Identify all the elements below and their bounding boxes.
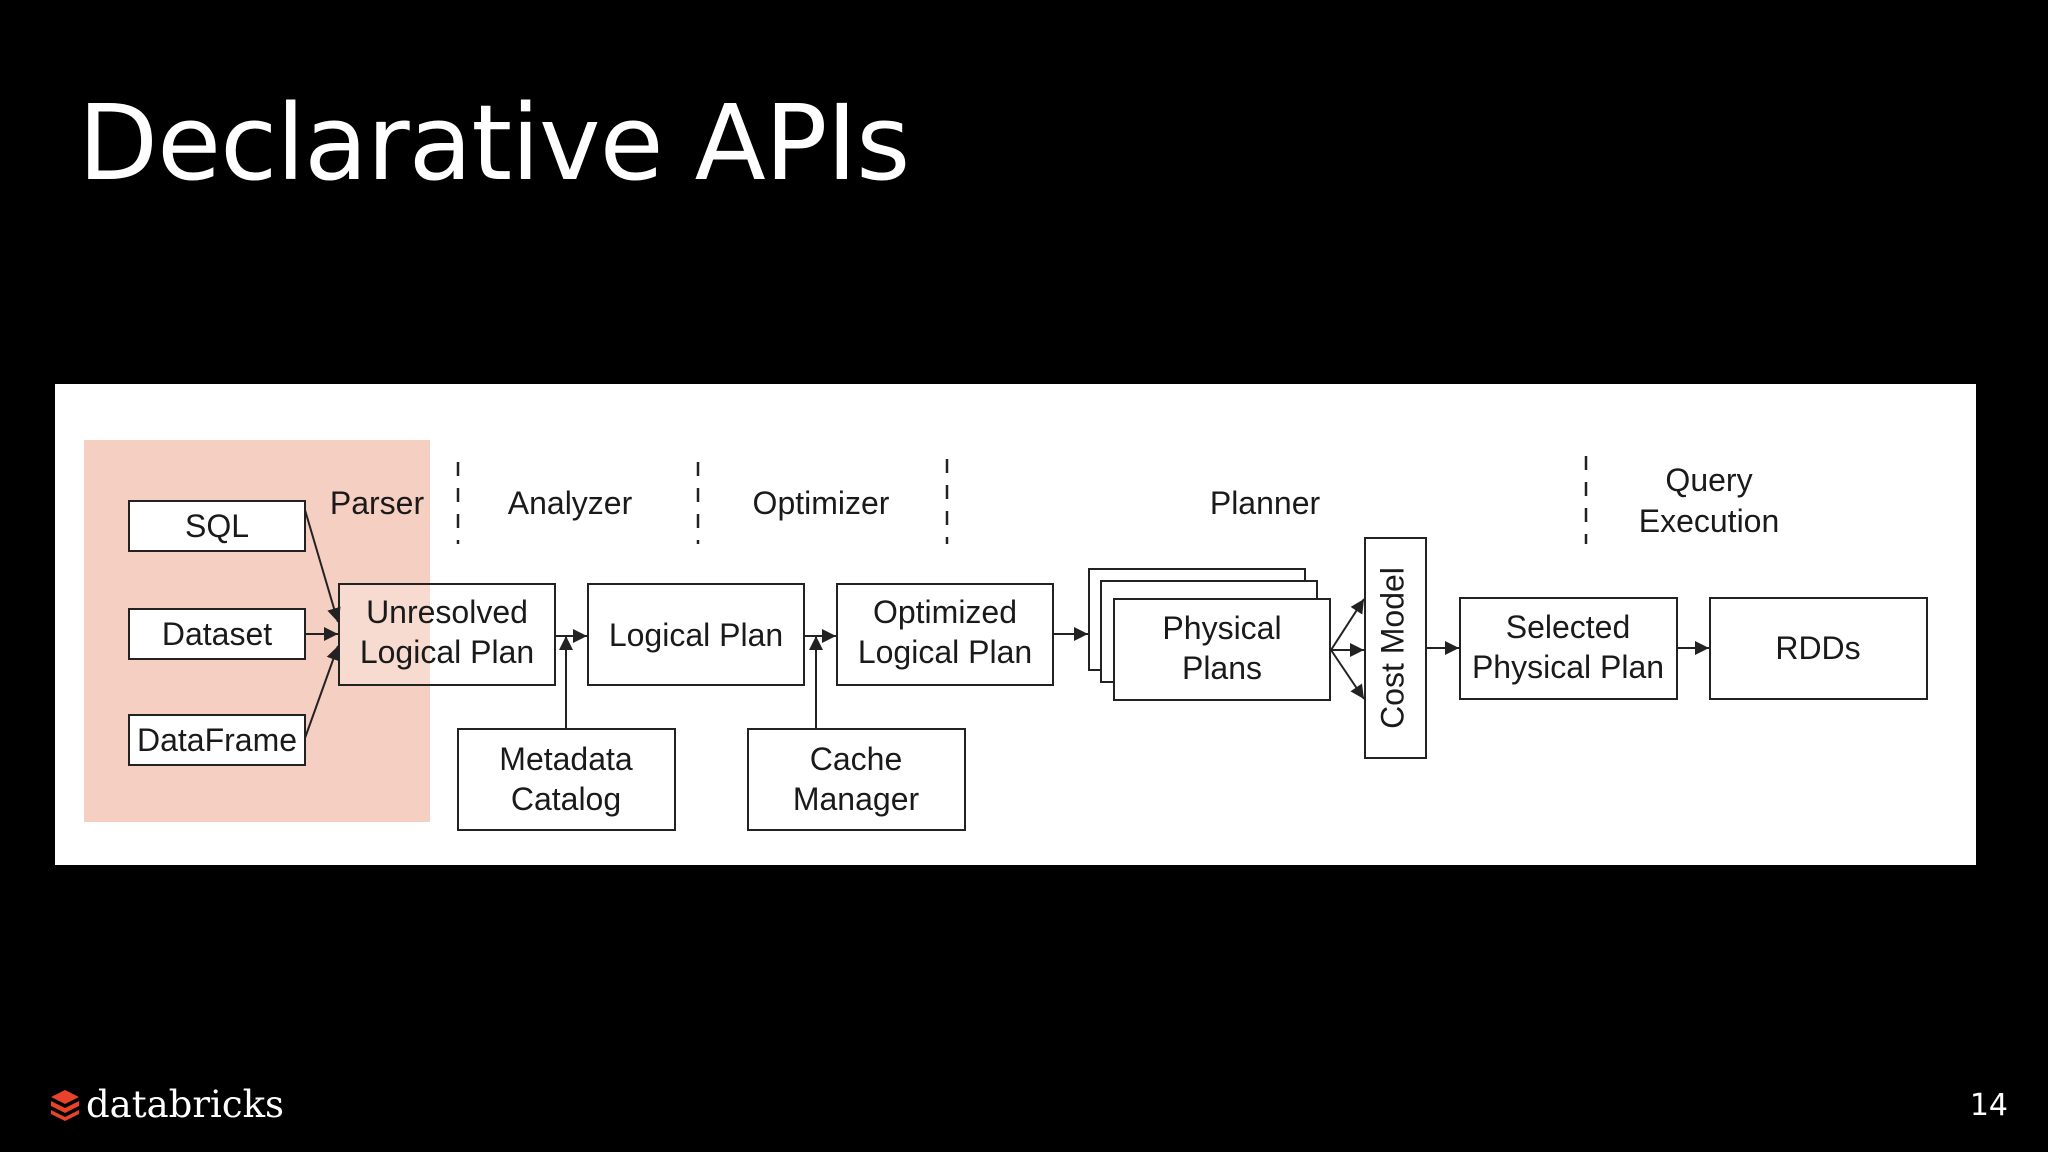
- metadata-line1: Metadata: [499, 741, 633, 777]
- selected-line2: Physical Plan: [1472, 649, 1664, 685]
- phase-execution-label: Execution: [1639, 503, 1780, 539]
- diagram-panel: Parser Analyzer Optimizer Planner Query …: [55, 384, 1976, 865]
- metadata-catalog-box: [457, 728, 676, 831]
- cache-line2: Manager: [793, 781, 920, 817]
- unresolved-logical-plan-box: [338, 583, 556, 686]
- cost-model-label: Cost Model: [1374, 567, 1410, 729]
- databricks-brick-icon: [51, 1090, 79, 1121]
- optimized-line2: Logical Plan: [858, 634, 1032, 670]
- arrow-dataframe-unresolved: [304, 645, 340, 739]
- slide-title: Declarative APIs: [78, 82, 910, 204]
- dataset-label: Dataset: [162, 616, 272, 652]
- sql-box: [128, 500, 306, 552]
- arrow-sql-unresolved: [304, 509, 341, 623]
- optimized-line1: Optimized: [873, 594, 1017, 630]
- rdds-label: RDDs: [1775, 630, 1860, 666]
- dataset-box: [128, 608, 306, 660]
- optimized-logical-plan-box: [836, 583, 1054, 686]
- physical-line2: Plans: [1182, 650, 1262, 686]
- unresolved-line2: Logical Plan: [360, 634, 534, 670]
- arrow-physical-cost-bottom: [1330, 649, 1365, 700]
- databricks-logo: databricks: [48, 1082, 284, 1128]
- dataframe-box: [128, 714, 306, 766]
- phase-planner-label: Planner: [1210, 485, 1321, 521]
- phase-query-label: Query: [1665, 462, 1752, 498]
- selected-physical-plan-box: [1459, 597, 1678, 700]
- phase-parser-label: Parser: [330, 485, 425, 521]
- physical-plans-box: [1113, 598, 1331, 701]
- metadata-line2: Catalog: [511, 781, 621, 817]
- logical-plan-label: Logical Plan: [609, 617, 783, 653]
- logical-plan-box: [587, 583, 805, 686]
- dataframe-label: DataFrame: [137, 722, 297, 758]
- page-number: 14: [1969, 1088, 2008, 1123]
- sql-label: SQL: [185, 508, 249, 544]
- arrow-physical-cost-top: [1330, 598, 1365, 651]
- catalyst-pipeline-diagram: Parser Analyzer Optimizer Planner Query …: [84, 440, 1928, 831]
- phase-analyzer-label: Analyzer: [508, 485, 633, 521]
- cost-model-box: [1364, 537, 1427, 759]
- rdds-box: [1709, 597, 1928, 700]
- logo-wordmark: databricks: [86, 1083, 285, 1126]
- cache-line1: Cache: [810, 741, 903, 777]
- phase-optimizer-label: Optimizer: [753, 485, 890, 521]
- unresolved-line1: Unresolved: [366, 594, 528, 630]
- selected-line1: Selected: [1506, 609, 1631, 645]
- cache-manager-box: [747, 728, 966, 831]
- physical-line1: Physical: [1162, 610, 1281, 646]
